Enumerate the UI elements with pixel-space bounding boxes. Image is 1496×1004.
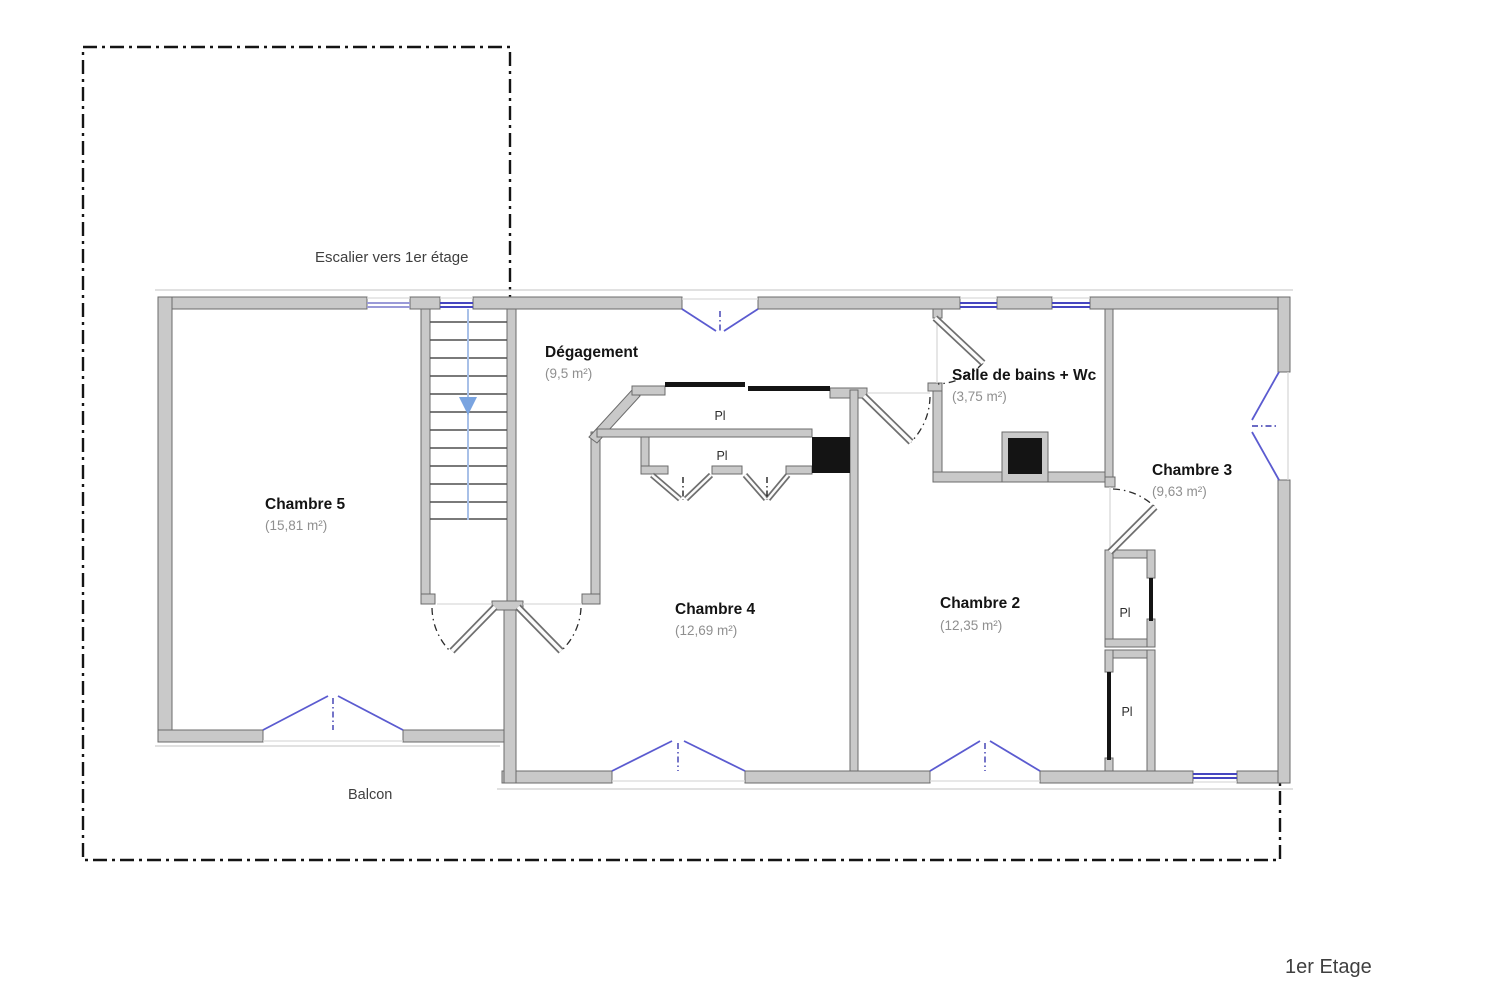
closet-bifold-doors (650, 472, 791, 502)
room-label-degagement: Dégagement (545, 344, 638, 361)
property-boundary (81, 45, 1282, 862)
closet-label-chambre3-upper: Pl (1119, 606, 1130, 620)
closet-chambre3-lower (1104, 649, 1156, 772)
door-chambre3 (1107, 487, 1158, 555)
door-chambre2 (861, 392, 931, 445)
labels: Escalier vers 1er étage Balcon 1er Etage… (265, 249, 1372, 978)
room-label-chambre3: Chambre 3 (1152, 462, 1232, 479)
doors (431, 315, 1158, 654)
door-bathroom (932, 315, 986, 385)
door-chambre4 (515, 603, 582, 654)
room-area-degagement: (9,5 m²) (545, 366, 592, 381)
window-right-chambre3-casement (1251, 371, 1289, 481)
eave-lines (155, 289, 1293, 790)
stairs-annotation: Escalier vers 1er étage (315, 249, 468, 266)
room-label-chambre4: Chambre 4 (675, 601, 755, 618)
window-bottom-chambre2-casement (929, 740, 1041, 782)
window-top-staircase (440, 297, 473, 308)
door-chambre5 (431, 603, 498, 654)
closet-label-chambre3-lower: Pl (1121, 705, 1132, 719)
window-top-chambre5 (367, 297, 410, 308)
windows (262, 297, 1289, 783)
room-area-chambre2: (12,35 m²) (940, 618, 1002, 633)
window-top-degagement-casement (681, 298, 759, 333)
room-area-chambre3: (9,63 m²) (1152, 484, 1207, 499)
room-label-chambre5: Chambre 5 (265, 496, 345, 513)
exterior-walls (157, 296, 1291, 784)
closet-label-chambre4-lower: Pl (716, 449, 727, 463)
window-bottom-chambre5-casement (262, 695, 404, 742)
window-bottom-chambre4-casement (611, 740, 746, 782)
room-label-chambre2: Chambre 2 (940, 595, 1020, 612)
window-bottom-chambre3 (1193, 773, 1237, 783)
closet-chambre3-upper (1104, 549, 1156, 648)
room-area-chambre4: (12,69 m²) (675, 623, 737, 638)
room-label-bathroom: Salle de bains + Wc (952, 367, 1097, 384)
window-top-bathroom-2 (1052, 297, 1090, 308)
floor-title: 1er Etage (1285, 956, 1372, 978)
staircase (430, 309, 507, 520)
stair-direction-arrow (459, 397, 477, 415)
chimney-duct-blocks (665, 382, 1042, 474)
closet-label-chambre4-upper: Pl (714, 409, 725, 423)
window-top-bathroom-1 (960, 297, 997, 308)
balcony-annotation: Balcon (348, 787, 392, 803)
room-area-bathroom: (3,75 m²) (952, 389, 1007, 404)
room-area-chambre5: (15,81 m²) (265, 518, 327, 533)
